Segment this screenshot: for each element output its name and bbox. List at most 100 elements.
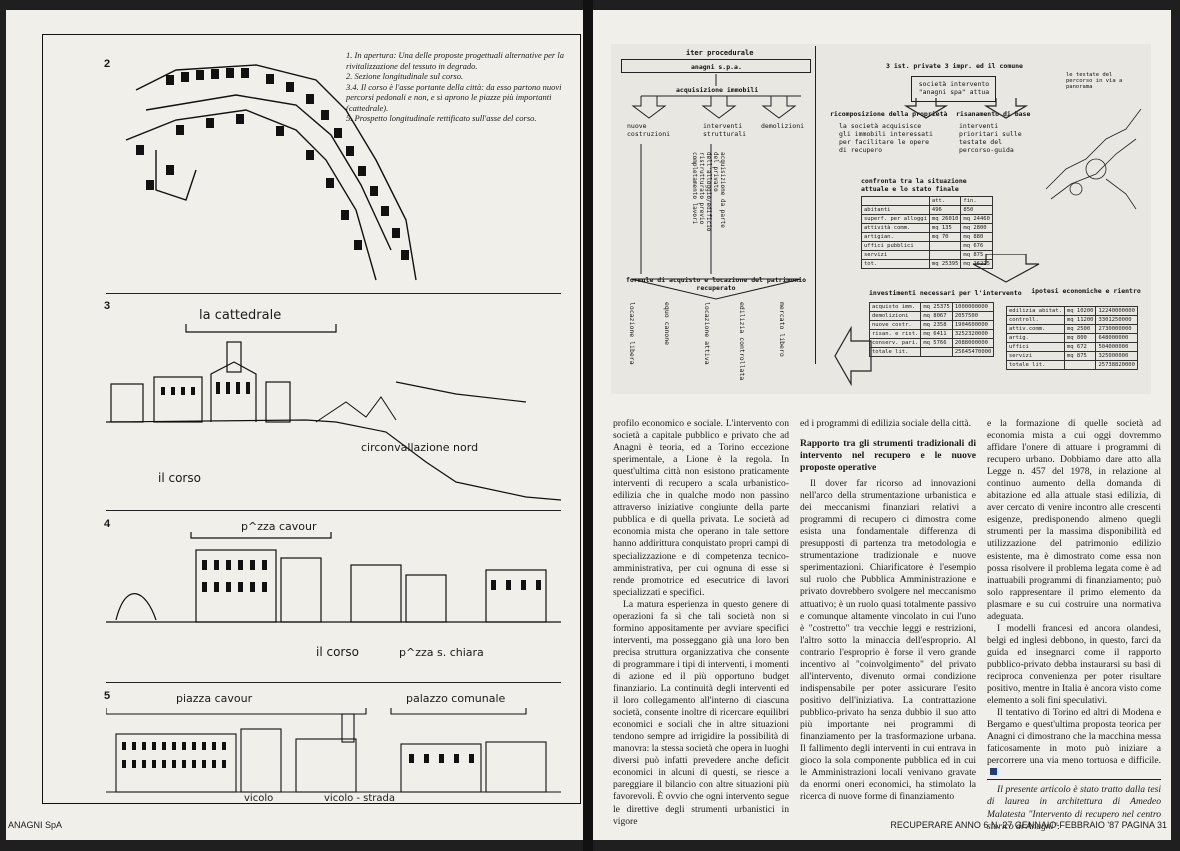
divider <box>106 293 561 294</box>
table-cell: mq 25395 <box>928 259 962 269</box>
table-cell: acquisto imm. <box>868 302 922 312</box>
formule-item: locazione libera <box>628 302 636 365</box>
label-corso-3: il corso <box>158 471 201 485</box>
diagram-risan: risanamento di base <box>956 110 1031 118</box>
table-cell: 504000000 <box>1095 342 1138 352</box>
caption-line-4: 5. Prospetto longitudinale rettificato s… <box>346 113 537 123</box>
label-corso-4: il corso <box>316 645 359 659</box>
table-cell: mq 2358 <box>920 320 953 330</box>
diagram-risan-desc: interventi prioritari sulle testate del … <box>959 122 1022 154</box>
table-cell: controll. <box>1006 315 1065 325</box>
diagram-ricomp-desc: la società acquisisce gli immobili inter… <box>839 122 933 154</box>
table-cell <box>920 347 953 357</box>
table-cell: mq 875 <box>1063 351 1097 361</box>
branch-nuove-costruzioni: nuove costruzioni <box>627 122 671 138</box>
paragraph: Il tentativo di Torino ed altri di Moden… <box>987 707 1161 779</box>
article-column-2: ed i programmi di edilizia sociale della… <box>800 418 976 803</box>
table-cell: mq 11200 <box>1063 315 1097 325</box>
article-column-3: e la formazione di quelle società ad eco… <box>987 418 1161 833</box>
diagram-societa: società intervento "anagni spa" attua <box>918 80 990 96</box>
table-row: totale lit.25645470000 <box>868 347 995 357</box>
left-page: 2 1. In apertura: Una delle proposte pro… <box>6 10 583 840</box>
diagram-header-box <box>621 59 811 73</box>
diagram-left-column <box>616 46 816 364</box>
figure-2-plan-drawing <box>125 64 417 281</box>
formule-item: locazione attiva <box>703 302 711 365</box>
caption-line-1: 1. In apertura: Una delle proposte proge… <box>346 50 564 71</box>
end-mark-icon <box>990 768 997 776</box>
table-cell: mq 135 <box>928 223 962 233</box>
table-cell <box>861 196 930 206</box>
diagram-formule: formule di acquisto e locazione del patr… <box>625 276 806 292</box>
investimenti-title: investimenti necessari per l'intervento <box>869 289 1022 297</box>
table-cell: 648000000 <box>1095 333 1138 343</box>
table-cell: 25738820000 <box>1095 360 1138 370</box>
paragraph-text: Il tentativo di Torino ed altri di Moden… <box>987 707 1161 767</box>
table-cell: totale lit. <box>868 347 922 357</box>
diagram-ricomp: ricomposizione della proprietà <box>830 110 948 118</box>
figure-caption: 1. In apertura: Una delle proposte proge… <box>346 50 571 124</box>
table-cell: mq 6411 <box>920 329 953 339</box>
table-cell: mq 5766 <box>920 338 953 348</box>
table-cell: mq 2500 <box>1063 324 1097 334</box>
table-cell <box>928 241 962 251</box>
figure-4-section-drawing <box>106 532 561 623</box>
paragraph: Il dover far ricorso ad innovazioni nell… <box>800 478 976 803</box>
diagram-left-arrow <box>834 326 872 386</box>
table-cell: risan. e rist. <box>868 329 922 339</box>
left-footer: ANAGNI SpA <box>8 820 63 830</box>
caption-line-3: 3.4. Il corso è l'asse portante della ci… <box>346 81 562 113</box>
diagram-left-title: iter procedurale <box>686 49 754 57</box>
figure-4-number: 4 <box>104 518 111 530</box>
article-column-1: profilo economico e sociale. L'intervent… <box>613 418 789 828</box>
section-heading: Rapporto tra gli strumenti tradizionali … <box>800 438 976 474</box>
diagram-company: anagni s.p.a. <box>691 63 742 71</box>
paragraph: I modelli francesi ed ancora olandesi, b… <box>987 622 1161 707</box>
table-cell: 3301250000 <box>1095 315 1138 325</box>
label-vicolo-strada: vicolo - strada <box>324 793 396 804</box>
table-cell: tot. <box>861 259 930 269</box>
paragraph: La matura esperienza in questo genere di… <box>613 598 789 827</box>
table-cell: servizi <box>861 250 930 260</box>
table-cell: 1904600000 <box>951 320 995 330</box>
table-cell: fin. <box>960 196 993 206</box>
table-cell: servizi <box>1006 351 1065 361</box>
formule-items: locazione libera equo canone locazione a… <box>628 302 816 380</box>
table-cell: mq 25375 <box>920 302 953 312</box>
table-cell: 325000000 <box>1095 351 1138 361</box>
table-cell: 1000000000 <box>951 302 995 312</box>
table-cell: att. <box>928 196 962 206</box>
table-cell: mq 8067 <box>920 311 953 321</box>
societa-box <box>911 76 996 102</box>
formule-item: mercato libero <box>778 302 786 357</box>
table-cell: uffici pubblici <box>861 241 930 251</box>
table-cell: mq 24460 <box>960 214 993 224</box>
table-row: totale lit.25738820000 <box>1006 360 1138 370</box>
table-cell: 2730000000 <box>1095 324 1138 334</box>
paragraph: e la formazione di quelle società ad eco… <box>987 418 1161 622</box>
table-cell: mq 880 <box>960 232 993 242</box>
table-cell: demolizioni <box>868 311 922 321</box>
table-cell: 2057500 <box>951 311 995 321</box>
table-cell: 496 <box>928 205 962 215</box>
right-footer: RECUPERARE ANNO 6 N. 27 GENNAIO-FEBBRAIO… <box>890 820 1167 830</box>
table-cell: uffici <box>1006 342 1065 352</box>
paragraph: profilo economico e sociale. L'intervent… <box>613 418 789 598</box>
diagram-acquisizione: acquisizione immobili <box>676 86 759 94</box>
divider <box>106 682 561 683</box>
formule-item: edilizia controllata <box>738 302 746 381</box>
gutter <box>583 0 593 851</box>
